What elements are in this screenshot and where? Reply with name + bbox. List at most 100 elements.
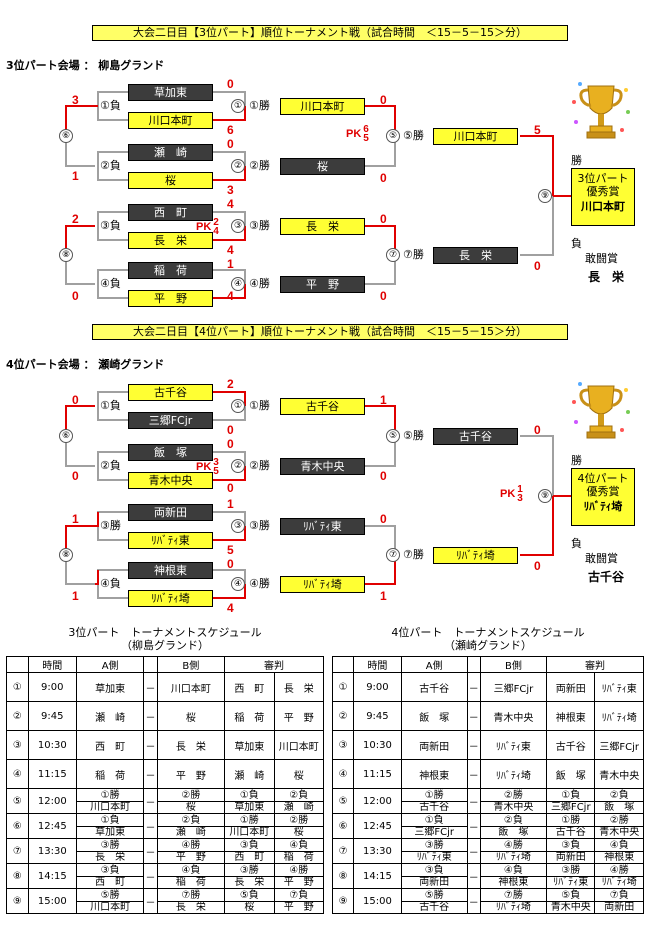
col-a: A側 (400, 656, 468, 673)
p4-r2-score-2: 0 (380, 469, 387, 483)
part3-banner: 大会二日目【3位パート】順位トーナメント戦（試合時間 ＜15－5－15＞分） (92, 25, 568, 41)
p4-award-team: ﾘﾊﾞﾃｨ埼 (583, 500, 623, 513)
p4-circle-1: ① (231, 399, 245, 413)
p4-circle-3: ③ (231, 519, 245, 533)
schedule4-title: 4位パート トーナメントスケジュール（瀬崎グランド） (391, 626, 585, 652)
p3-label-w7: ⑦勝 (403, 248, 424, 261)
p4-r1-score-4: 0 (227, 481, 234, 495)
p3-circle-1: ① (231, 99, 245, 113)
col-time: 時間 (27, 656, 77, 673)
p4-r1-score-2: 0 (227, 423, 234, 437)
p4-r3-team-2: ﾘﾊﾞﾃｨ埼 (433, 547, 518, 564)
p4-label-w3: ③勝 (249, 519, 270, 532)
p3-r2-score-4: 0 (380, 289, 387, 303)
p3-r3-team-1: 川口本町 (433, 128, 518, 145)
col-b: B側 (156, 656, 226, 673)
p3-label-w3: ③勝 (249, 219, 270, 232)
p4-label-m4: ④負 (100, 577, 121, 590)
col-a: A側 (75, 656, 145, 673)
p3-r1-team-3: 瀬 崎 (128, 144, 213, 161)
p3-label-w1: ①勝 (249, 99, 270, 112)
p3-loser-score-1: 3 (72, 93, 79, 107)
p4-r3-score-1: 0 (534, 423, 541, 437)
p3-loser-score-4: 0 (72, 289, 79, 303)
p4-fight-award: 敢闘賞 (585, 552, 618, 565)
p4-r2-team-2: 青木中央 (280, 458, 365, 475)
p4-r2-team-1: 古千谷 (280, 398, 365, 415)
p3-r1-team-1: 草加東 (128, 84, 213, 101)
p3-label-m1: ①負 (100, 99, 121, 112)
p3-label-w2: ②勝 (249, 159, 270, 172)
p3-circle-4: ④ (231, 277, 245, 291)
schedule3-title: 3位パート トーナメントスケジュール（柳島グランド） (68, 626, 262, 652)
p3-r2-team-3: 長 栄 (280, 218, 365, 235)
p3-circle-7: ⑦ (386, 248, 400, 262)
p3-r1-team-4: 桜 (128, 172, 213, 189)
p4-r2-score-3: 0 (380, 512, 387, 526)
p4-r1-team-1: 古千谷 (128, 384, 213, 401)
p3-award-title1: 3位パート (577, 172, 629, 185)
p4-r1-score-5: 1 (227, 497, 234, 511)
col-referee: 審判 (546, 656, 644, 673)
p4-circle-9: ⑨ (538, 489, 552, 503)
p4-circle-6: ⑥ (59, 429, 73, 443)
p3-circle-5: ⑤ (386, 129, 400, 143)
p3-fight-award: 敢闘賞 (585, 252, 618, 265)
p4-r1-score-6: 5 (227, 543, 234, 557)
p3-circle-8: ⑧ (59, 248, 73, 262)
p3-loser-score-2: 1 (72, 169, 79, 183)
p4-r1-team-5: 両新田 (128, 504, 213, 521)
p4-r2-team-4: ﾘﾊﾞﾃｨ埼 (280, 576, 365, 593)
p3-r1-team-5: 西 町 (128, 204, 213, 221)
p3-r1-score-2: 6 (227, 123, 234, 137)
p3-r3-score-2: 0 (534, 259, 541, 273)
p3-r1-team-7: 稲 荷 (128, 262, 213, 279)
p3-label-m3: ③負 (100, 219, 121, 232)
part4-banner: 大会二日目【4位パート】順位トーナメント戦（試合時間 ＜15－5－15＞分） (92, 324, 568, 340)
p4-r3-team-1: 古千谷 (433, 428, 518, 445)
p3-r2-team-1: 川口本町 (280, 98, 365, 115)
p4-r1-team-8: ﾘﾊﾞﾃｨ埼 (128, 590, 213, 607)
col-referee: 審判 (224, 656, 324, 673)
p4-label-m2: ②負 (100, 459, 121, 472)
p3-r1-score-1: 0 (227, 77, 234, 91)
col-b: B側 (479, 656, 548, 673)
p3-r1-score-6: 4 (227, 243, 234, 257)
p4-r3-score-2: 0 (534, 559, 541, 573)
part3-venue: 3位パート会場 ： 柳島グランド (6, 59, 165, 72)
p3-r1-team-8: 平 野 (128, 290, 213, 307)
p4-loser-score-3: 1 (72, 512, 79, 526)
p3-r2-score-2: 0 (380, 171, 387, 185)
p4-circle-8: ⑧ (59, 548, 73, 562)
p4-circle-5: ⑤ (386, 429, 400, 443)
p3-circle-2: ② (231, 159, 245, 173)
p3-circle-9: ⑨ (538, 189, 552, 203)
p3-r3-score-1: 5 (534, 123, 541, 137)
p3-r2-score-3: 0 (380, 212, 387, 226)
p3-award-box: 3位パート 優秀賞 川口本町 (571, 168, 635, 226)
p4-loser-score-1: 0 (72, 393, 79, 407)
p4-award-box: 4位パート 優秀賞 ﾘﾊﾞﾃｨ埼 (571, 468, 635, 526)
p3-circle-3: ③ (231, 219, 245, 233)
p3-fight-team: 長 栄 (588, 270, 625, 284)
